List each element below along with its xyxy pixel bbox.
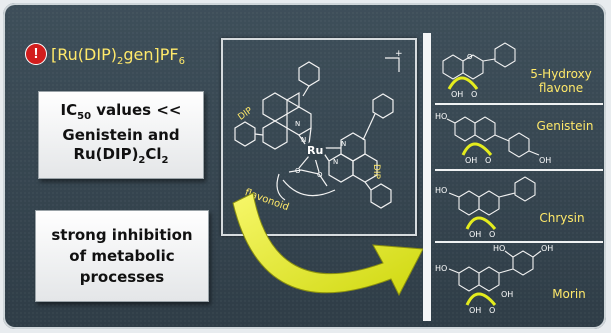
flavonoid-panel-5-hydroxyflavone: O OH O 5-Hydroxy flavone <box>435 37 603 105</box>
box1-line2: Genistein and <box>62 125 180 144</box>
flavonoid-name: Genistein <box>536 119 594 133</box>
chrysin-structure: HO OH O <box>435 176 536 239</box>
figure-frame: ! [Ru(DIP)2gen]PF6 IC50 values << Genist… <box>3 3 606 329</box>
inhibition-box: strong inhibition of metabolic processes <box>35 210 209 302</box>
oh-label: OH <box>469 230 481 239</box>
n-atom: N <box>333 158 338 166</box>
oh-label: OH <box>539 156 551 165</box>
box2-line1: strong inhibition <box>51 225 193 244</box>
box2-line3: processes <box>79 267 165 286</box>
box1-sub: 2 <box>161 154 169 166</box>
title-sub: 6 <box>178 56 185 68</box>
box1-sub: 2 <box>138 154 146 166</box>
n-atom: N <box>301 136 306 144</box>
ho-label: HO <box>493 244 505 253</box>
morin-structure: HO HO OH OH OH O <box>435 244 553 315</box>
flavonoid-list: O OH O 5-Hydroxy flavone HO <box>435 37 603 317</box>
divider-bar <box>423 33 431 321</box>
arrow-shape <box>232 192 424 297</box>
dip-left-label: DIP <box>237 106 256 123</box>
oh-label: OH <box>465 156 477 165</box>
alert-icon: ! <box>25 43 47 65</box>
name-line: flavone <box>538 81 584 95</box>
oh-label: OH <box>469 306 481 315</box>
box1-text: values << <box>91 100 182 119</box>
flavonoid-panel-genistein: HO OH O OH Genistein <box>435 105 603 171</box>
oh-label: OH <box>541 244 553 253</box>
box1-text: Ru(DIP) <box>73 144 139 163</box>
charge-label: + <box>395 49 403 59</box>
flavonoid-name: Morin <box>552 287 586 301</box>
flavonoid-panel-morin: HO HO OH OH OH O Morin <box>435 243 603 315</box>
o-label: O <box>489 306 495 315</box>
title-part: gen]PF <box>123 45 179 64</box>
ic50-box: IC50 values << Genistein and Ru(DIP)2Cl2 <box>38 91 204 179</box>
metal-label: Ru <box>307 144 323 157</box>
box1-sub: 50 <box>77 110 92 122</box>
o-label: O <box>489 230 495 239</box>
o-label: O <box>471 90 477 99</box>
n-atom: N <box>341 140 346 148</box>
title-sub: 2 <box>116 56 124 68</box>
ho-label: HO <box>435 112 447 121</box>
box2-line2: of metabolic <box>69 246 175 265</box>
box1-text: IC <box>60 100 78 119</box>
oh-label: OH <box>501 290 513 299</box>
genistein-structure: HO OH O OH <box>435 112 551 165</box>
flavone-structure: O OH O <box>442 42 516 99</box>
curved-arrow <box>232 192 424 297</box>
ru-complex-drawing: DIP DIP Ru + N N N N O O flavonoid <box>234 49 403 213</box>
flavonoid-panel-chrysin: HO OH O Chrysin <box>435 171 603 243</box>
ho-label: HO <box>435 264 447 273</box>
flavonoid-name: 5-Hydroxy flavone <box>519 67 603 95</box>
flavonoid-name: Chrysin <box>539 211 585 225</box>
title-part: [Ru(DIP) <box>51 45 117 64</box>
ring-o: O <box>467 53 473 61</box>
complex-title: [Ru(DIP)2gen]PF6 <box>51 45 185 67</box>
o-atom: O <box>295 167 301 175</box>
dip-right-label: DIP <box>371 164 381 180</box>
ho-label: HO <box>435 186 447 195</box>
oh-label: OH <box>451 90 463 99</box>
name-line: 5-Hydroxy <box>530 67 592 81</box>
ru-complex-structure: DIP DIP Ru + N N N N O O flavonoid <box>221 38 417 236</box>
box1-text: Cl <box>145 144 162 163</box>
n-atom: N <box>295 120 300 128</box>
o-label: O <box>485 156 491 165</box>
o-atom: O <box>317 171 323 179</box>
